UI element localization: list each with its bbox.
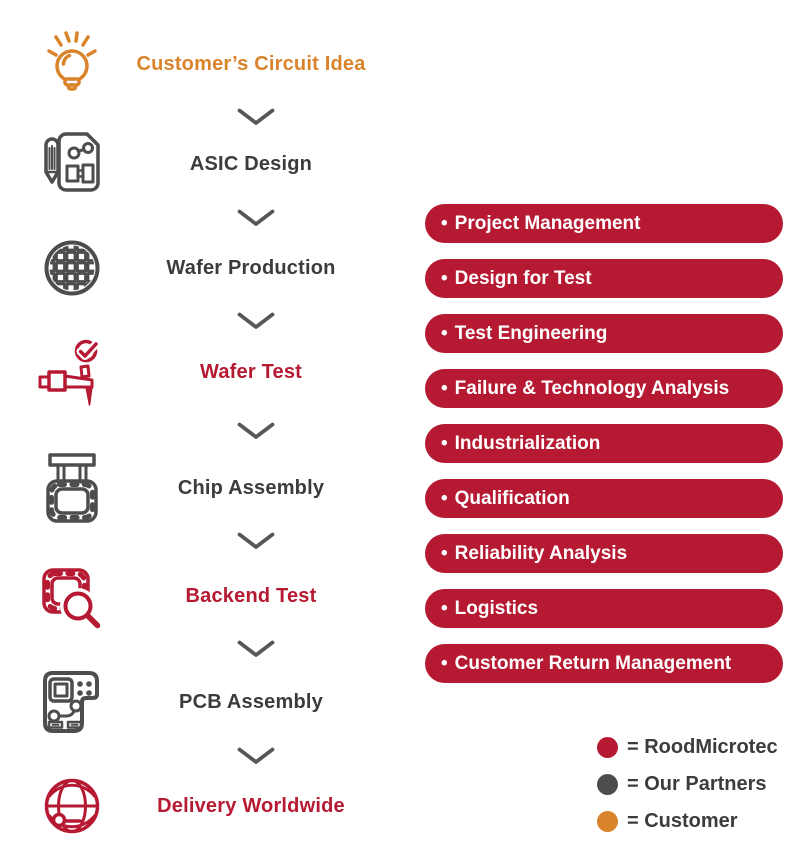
chip-assembly-icon [34, 452, 110, 524]
service-pill: • Qualification [425, 479, 783, 518]
legend-label: = RoodMicrotec [627, 735, 778, 758]
wafer-icon [34, 232, 110, 304]
orange-dot-icon [597, 810, 618, 832]
bullet-icon: • [441, 653, 448, 674]
wafer-test-probe-icon [34, 336, 110, 408]
flow-step-wafer-test: Wafer Test [0, 336, 410, 408]
step-label: Wafer Production [166, 256, 336, 279]
step-label: Wafer Test [199, 360, 303, 383]
bullet-icon: • [441, 213, 448, 234]
legend-label: = Our Partners [627, 772, 767, 795]
service-pill: • Reliability Analysis [425, 534, 783, 573]
flow-step-pcb-assembly: PCB Assembly [0, 666, 410, 738]
service-label: Qualification [454, 487, 570, 509]
service-pill: • Test Engineering [425, 314, 783, 353]
legend-row-customer: = Customer [597, 807, 778, 835]
chevron-down-icon [237, 312, 275, 329]
flow-step-customer-idea: Customer’s Circuit Idea [0, 28, 410, 100]
service-pill: • Logistics [425, 589, 783, 628]
step-label: Customer’s Circuit Idea [136, 52, 366, 75]
chevron-down-icon [237, 422, 275, 439]
step-label: Delivery Worldwide [157, 794, 345, 817]
step-label: Backend Test [185, 584, 317, 607]
service-label: Test Engineering [454, 322, 608, 344]
step-label: PCB Assembly [179, 690, 323, 713]
chevron-down-icon [237, 640, 275, 657]
bullet-icon: • [441, 323, 448, 344]
step-label: Chip Assembly [177, 476, 325, 499]
pcb-icon [34, 666, 110, 738]
legend-label: = Customer [627, 809, 738, 832]
flow-step-asic-design: ASIC Design [0, 128, 410, 200]
flow-step-backend-test: Backend Test [0, 560, 410, 632]
service-label: Logistics [454, 597, 539, 619]
service-label: Project Management [454, 212, 641, 234]
bullet-icon: • [441, 433, 448, 454]
legend-row-our-partners: = Our Partners [597, 770, 778, 798]
service-pill: • Industrialization [425, 424, 783, 463]
service-label: Customer Return Management [454, 652, 732, 674]
step-label: ASIC Design [189, 152, 313, 175]
flow-step-wafer-production: Wafer Production [0, 232, 410, 304]
legend: = RoodMicrotec = Our Partners = Customer [597, 733, 778, 835]
lightbulb-icon [34, 28, 110, 100]
service-label: Failure & Technology Analysis [454, 377, 730, 399]
bullet-icon: • [441, 543, 448, 564]
flow-step-chip-assembly: Chip Assembly [0, 452, 410, 524]
service-pill: • Customer Return Management [425, 644, 783, 683]
chevron-down-icon [237, 209, 275, 226]
service-label: Industrialization [454, 432, 601, 454]
red-dot-icon [597, 736, 618, 758]
chevron-down-icon [237, 108, 275, 125]
chevron-down-icon [237, 532, 275, 549]
services-list: • Project Management • Design for Test •… [425, 204, 783, 683]
service-pill: • Failure & Technology Analysis [425, 369, 783, 408]
chevron-down-icon [237, 747, 275, 764]
bullet-icon: • [441, 378, 448, 399]
bullet-icon: • [441, 598, 448, 619]
design-document-icon [34, 128, 110, 200]
bullet-icon: • [441, 268, 448, 289]
service-pill: • Project Management [425, 204, 783, 243]
backend-test-icon [34, 560, 110, 632]
service-label: Design for Test [454, 267, 592, 289]
service-pill: • Design for Test [425, 259, 783, 298]
service-label: Reliability Analysis [454, 542, 628, 564]
gray-dot-icon [597, 773, 618, 795]
globe-icon [34, 770, 110, 842]
legend-row-roodmicrotec: = RoodMicrotec [597, 733, 778, 761]
bullet-icon: • [441, 488, 448, 509]
flow-step-delivery-worldwide: Delivery Worldwide [0, 770, 410, 842]
